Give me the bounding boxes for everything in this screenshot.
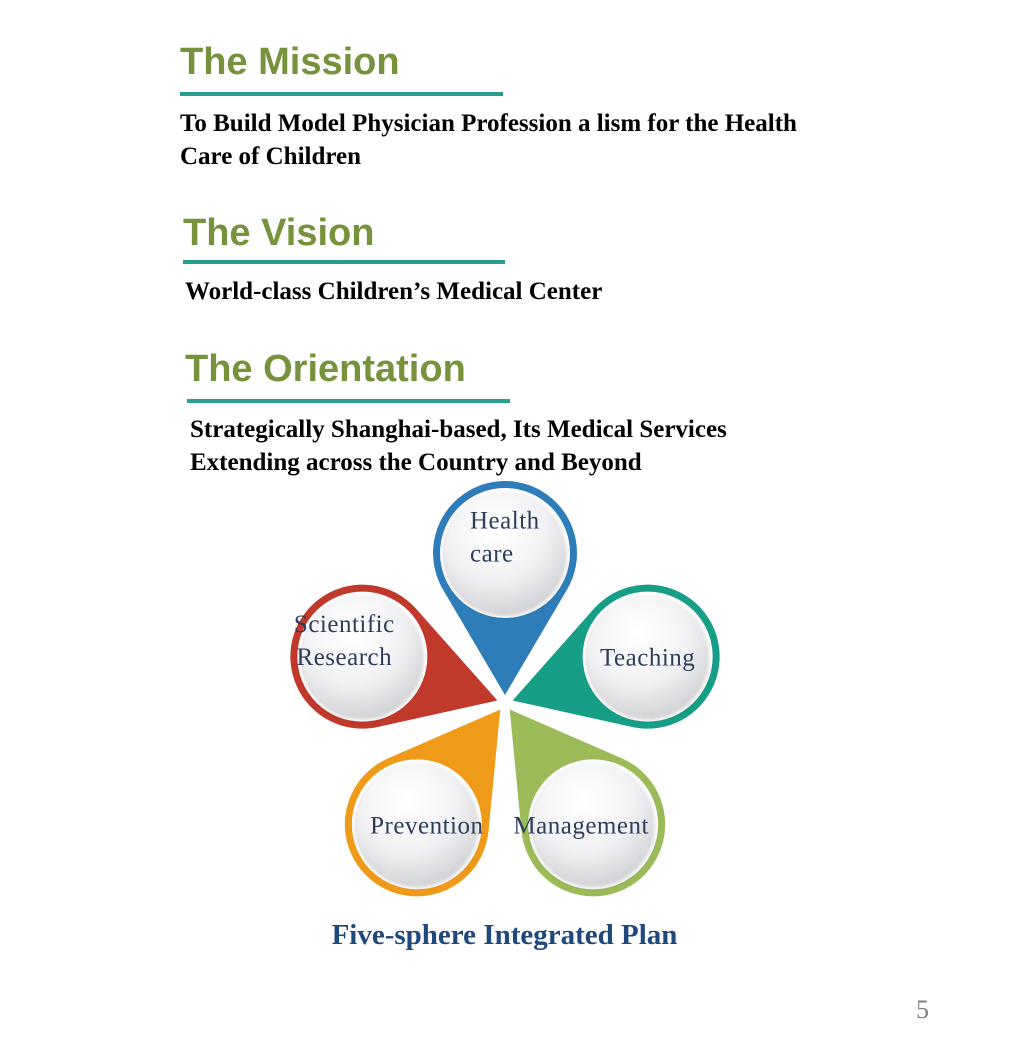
sphere-label-health-care-2: care [470,541,514,568]
page-number: 5 [916,995,929,1024]
sphere-ball-prevention [356,764,477,885]
mission-text-line-2: Care of Children [180,143,362,170]
sphere-label-prevention-1: Prevention [370,812,483,839]
orientation-text-line-1: Strategically Shanghai-based, Its Medica… [190,416,727,443]
sphere-health-care: Health care [433,481,577,695]
sphere-teaching: Teaching [512,584,720,729]
sphere-ball-scientific-research [302,596,423,717]
sphere-management: Management [509,709,666,897]
sphere-ball-teaching [587,596,708,717]
sphere-ball-health-care [445,493,565,613]
mission-text-line-1: To Build Model Physician Profession a li… [180,110,797,137]
vision-rule [183,260,505,264]
sphere-label-scientific-research-2: Research [297,644,393,671]
mission-heading: The Mission [180,41,400,83]
orientation-heading: The Orientation [185,348,466,390]
vision-text-line-1: World-class Children’s Medical Center [185,278,603,305]
orientation-rule [187,399,510,403]
orientation-text-line-2: Extending across the Country and Beyond [190,449,642,476]
vision-heading: The Vision [183,212,375,254]
sphere-label-health-care-1: Health [470,508,540,535]
sphere-prevention: Prevention [344,709,501,897]
sphere-label-scientific-research-1: Scientific [294,611,395,638]
sphere-label-management-1: Management [513,812,649,839]
sphere-ball-management [533,764,654,885]
sphere-label-teaching-1: Teaching [600,645,695,672]
mission-rule [180,92,503,96]
diagram-caption: Five-sphere Integrated Plan [331,919,678,951]
